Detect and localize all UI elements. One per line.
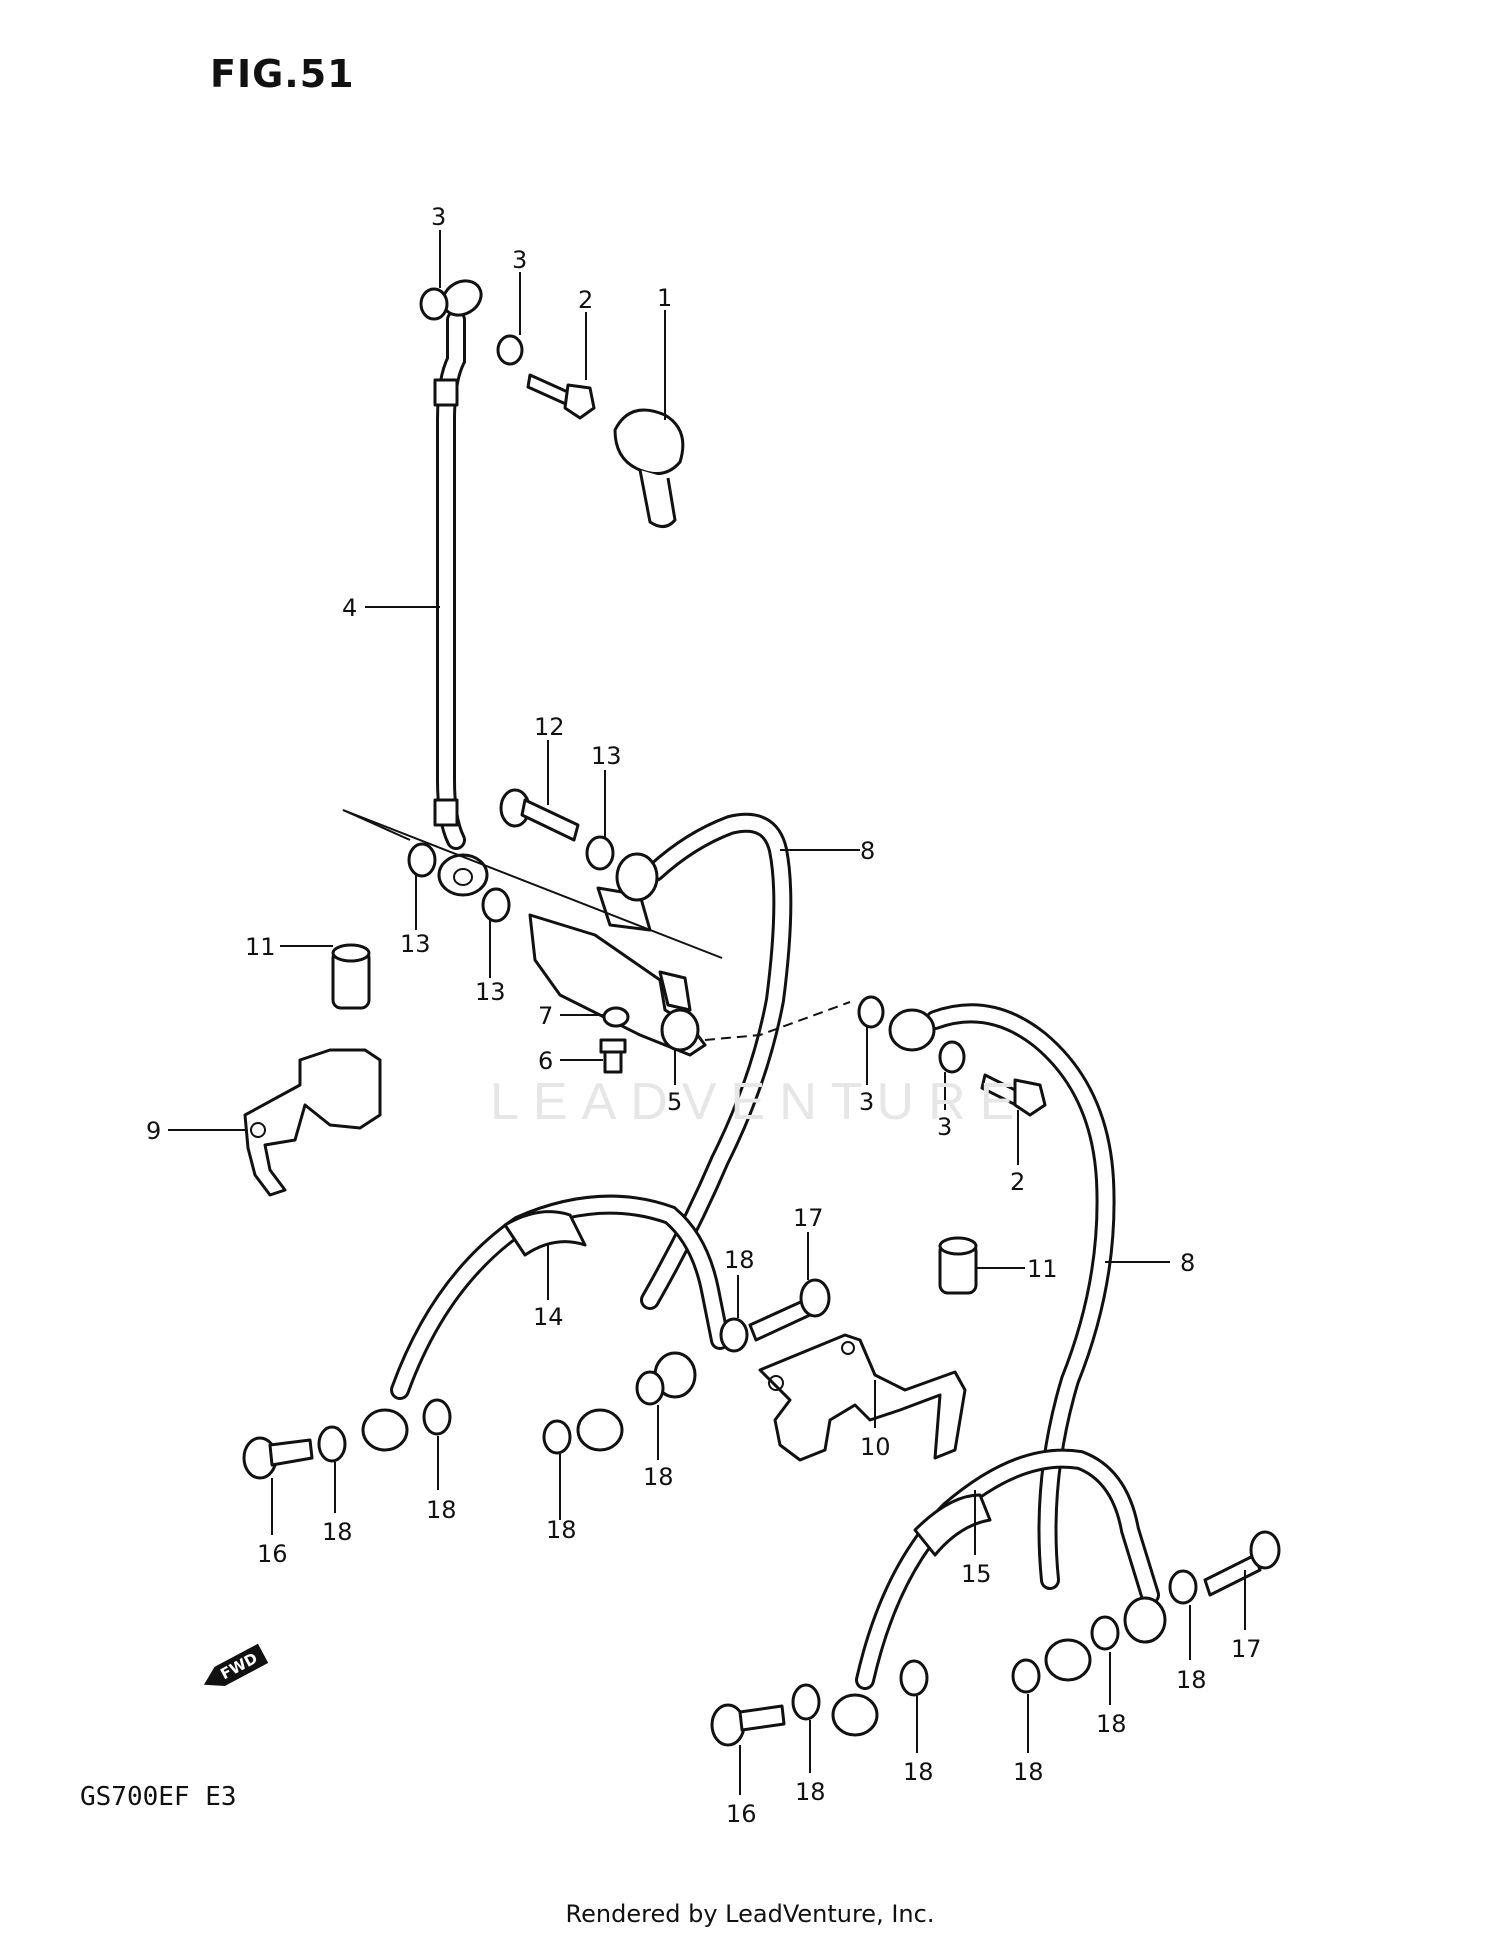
washer-3b	[496, 334, 524, 366]
brake-hose-8a	[615, 812, 793, 1310]
washer-18a	[719, 1317, 749, 1353]
washer-18d	[542, 1419, 572, 1455]
callout-16: 16	[726, 1800, 757, 1828]
model-code: GS700EF E3	[80, 1782, 237, 1812]
callout-2: 2	[578, 286, 593, 314]
callout-13: 13	[475, 978, 506, 1006]
banjo-bolt-16b	[710, 1703, 786, 1747]
washer-3c	[857, 995, 885, 1029]
callout-16: 16	[257, 1540, 288, 1568]
washer-18i	[1090, 1615, 1120, 1651]
callout-18: 18	[546, 1516, 577, 1544]
callout-17: 17	[1231, 1635, 1262, 1663]
figure-title: FIG.51	[210, 52, 355, 96]
washer-18g	[899, 1659, 929, 1697]
washer-18b	[317, 1425, 347, 1463]
guide-line-left	[342, 809, 411, 841]
callout-11: 11	[245, 933, 276, 961]
callout-10: 10	[860, 1433, 891, 1461]
callout-6: 6	[538, 1047, 553, 1075]
guide-line-upper	[342, 809, 723, 959]
callout-18: 18	[322, 1518, 353, 1546]
callout-18: 18	[724, 1246, 755, 1274]
callout-18: 18	[903, 1758, 934, 1786]
callout-11: 11	[1027, 1255, 1058, 1283]
washer-18f	[791, 1683, 821, 1721]
callout-17: 17	[793, 1204, 824, 1232]
callout-18: 18	[426, 1496, 457, 1524]
grommet-11b	[938, 1236, 978, 1295]
callout-13: 13	[400, 930, 431, 958]
callout-8: 8	[1180, 1249, 1195, 1277]
callout-18: 18	[1013, 1758, 1044, 1786]
callout-2: 2	[1010, 1168, 1025, 1196]
callout-12: 12	[534, 713, 565, 741]
washer-18e	[635, 1370, 665, 1406]
washer-13b	[407, 842, 437, 878]
grommet-11a	[331, 943, 371, 1010]
watermark: LEADVENTURE	[490, 1073, 1029, 1131]
callout-15: 15	[961, 1560, 992, 1588]
bolt-12	[499, 788, 580, 842]
banjo-bolt-16a	[242, 1436, 314, 1480]
washer-3a	[419, 287, 449, 321]
washer-18j	[1168, 1569, 1198, 1605]
callout-3: 3	[512, 246, 527, 274]
callout-18: 18	[795, 1778, 826, 1806]
washer-13c	[481, 887, 511, 923]
callout-3: 3	[859, 1088, 874, 1116]
callout-5: 5	[667, 1088, 682, 1116]
callout-9: 9	[146, 1117, 161, 1145]
callout-7: 7	[538, 1002, 553, 1030]
callout-3: 3	[937, 1113, 952, 1141]
brake-hose-14	[361, 1194, 730, 1452]
callout-18: 18	[1096, 1710, 1127, 1738]
callout-8: 8	[860, 837, 875, 865]
bleeder-cap	[613, 408, 685, 528]
callout-18: 18	[643, 1463, 674, 1491]
leader-lines	[168, 230, 1246, 1795]
banjo-bolt-2b	[980, 1073, 1047, 1117]
bolt-17b	[1203, 1530, 1281, 1597]
banjo-bolt-2a	[526, 373, 596, 420]
washer-18h	[1011, 1658, 1041, 1694]
bolt-6	[599, 1038, 627, 1074]
callout-13: 13	[591, 742, 622, 770]
washer-13a	[585, 835, 615, 871]
brake-hose-15	[831, 1448, 1167, 1737]
guide-line-joint	[704, 1001, 851, 1041]
washer-7	[602, 1006, 630, 1028]
hose-clamp-9	[243, 1048, 382, 1197]
callout-3: 3	[431, 203, 446, 231]
callout-labels: 3 3 2 1 4 12 13 8 13 13 11 7 6 5 3 3 2 9…	[146, 203, 1262, 1828]
callout-4: 4	[342, 594, 357, 622]
washer-3d	[938, 1040, 966, 1074]
callout-14: 14	[533, 1303, 564, 1331]
bolt-17a	[748, 1278, 831, 1342]
callout-18: 18	[1176, 1666, 1207, 1694]
brake-hose-upper	[433, 279, 489, 897]
washer-18c	[422, 1398, 452, 1436]
render-credit: Rendered by LeadVenture, Inc.	[565, 1900, 935, 1928]
three-way-joint	[528, 886, 707, 1057]
hose-clamp-10	[758, 1333, 967, 1462]
callout-1: 1	[657, 284, 672, 312]
